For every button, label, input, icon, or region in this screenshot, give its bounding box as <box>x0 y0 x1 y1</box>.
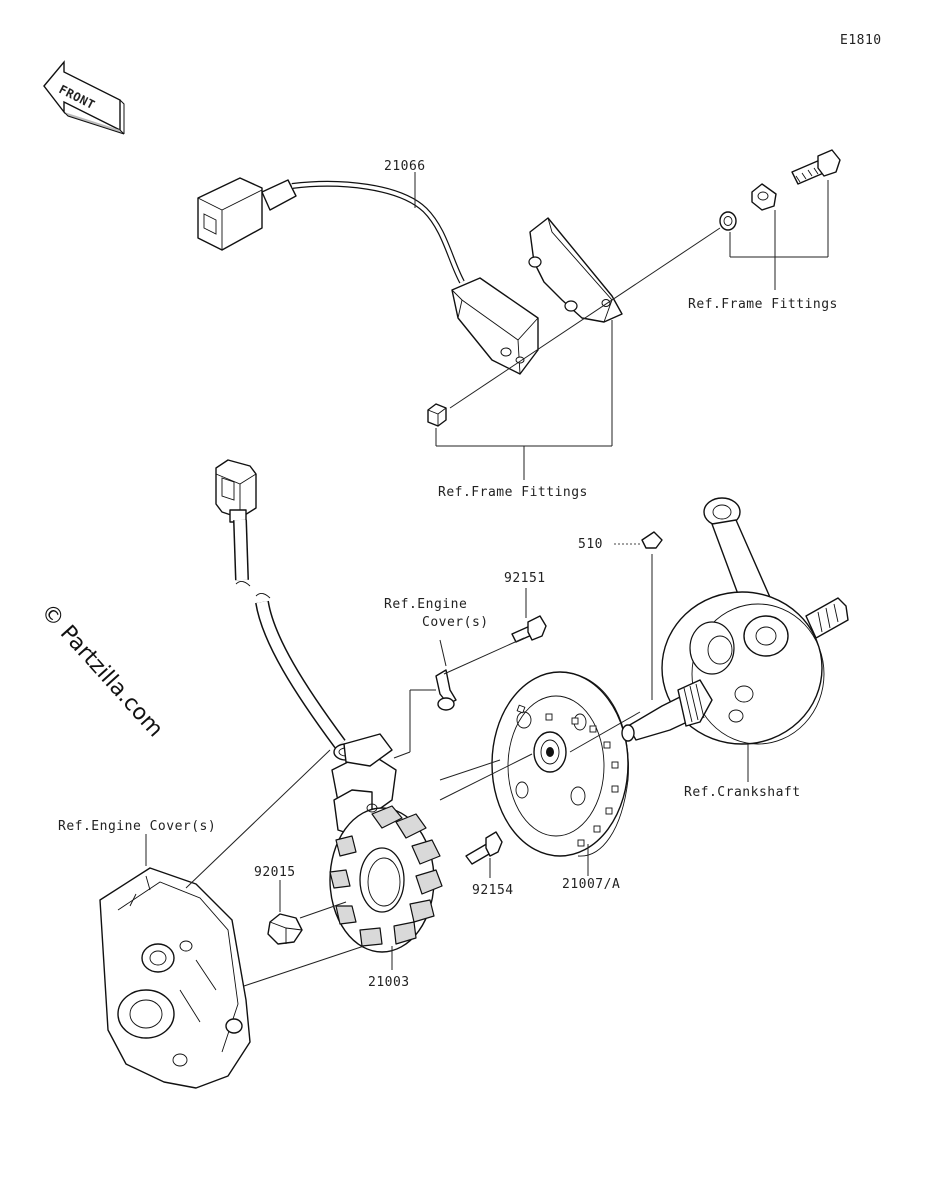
bolt-92151 <box>511 615 547 643</box>
label-ref-crankshaft: Ref.Crankshaft <box>684 785 801 800</box>
label-510: 510 <box>578 537 603 552</box>
label-21066: 21066 <box>384 159 426 174</box>
bracket <box>528 217 623 323</box>
frame-nut <box>427 403 447 427</box>
watermark: © Partzilla.com <box>36 599 168 742</box>
label-ref-engine-cover-small-1: Ref.Engine <box>384 597 467 612</box>
label-92151: 92151 <box>504 571 546 586</box>
crankshaft <box>621 497 849 745</box>
label-21007a: 21007/A <box>562 877 620 892</box>
label-92015: 92015 <box>254 865 296 880</box>
nut-92015 <box>267 913 303 945</box>
flywheel-21007a <box>491 671 629 857</box>
stator-21003 <box>329 733 443 953</box>
part-21066-unit <box>197 177 539 375</box>
frame-fittings-hardware <box>719 149 841 231</box>
label-ref-frame-fittings-top: Ref.Frame Fittings <box>688 297 838 312</box>
engine-cover <box>99 867 251 1089</box>
diagram-id: E1810 <box>840 33 882 48</box>
label-92154: 92154 <box>472 883 514 898</box>
label-ref-engine-cover-big: Ref.Engine Cover(s) <box>58 819 216 834</box>
front-arrow-icon: FRONT <box>43 60 125 135</box>
label-ref-frame-fittings-mid: Ref.Frame Fittings <box>438 485 588 500</box>
stator-harness <box>215 459 359 761</box>
label-ref-engine-cover-small-2: Cover(s) <box>422 615 489 630</box>
bolt-92154 <box>465 831 503 865</box>
key-510 <box>641 531 663 549</box>
cable-clamp <box>435 669 457 711</box>
label-21003: 21003 <box>368 975 410 990</box>
